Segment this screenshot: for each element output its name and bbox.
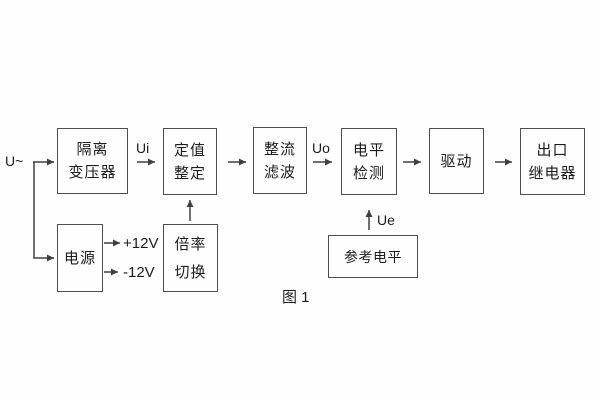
block-output-relay: 出口 继电器 (520, 128, 585, 195)
block-label: 电平 (352, 141, 385, 159)
block-rectifier-filter: 整流 滤波 (253, 127, 307, 194)
block-isolation-transformer: 隔离 变压器 (57, 128, 128, 194)
block-label: 参考电平 (344, 248, 402, 265)
label-ui-signal: Ui (136, 140, 150, 156)
block-label: 变压器 (68, 164, 117, 181)
label-positive-rail: +12V (123, 235, 159, 252)
block-power-supply: 电源 (57, 224, 103, 292)
block-label: 继电器 (528, 164, 577, 182)
block-driver: 驱动 (429, 128, 484, 194)
block-label: 定值 (173, 141, 206, 159)
block-ratio-switch: 倍率 切换 (163, 224, 218, 292)
block-label: 出口 (536, 141, 569, 159)
block-label: 滤波 (263, 163, 296, 181)
block-label: 整流 (263, 140, 296, 158)
block-reference-level: 参考电平 (328, 235, 418, 278)
figure-caption: 图 1 (282, 289, 310, 306)
label-ue-signal: Ue (377, 212, 395, 228)
block-label: 电源 (63, 249, 96, 267)
label-uo-signal: Uo (312, 140, 330, 156)
arrow-input-to-power-supply (33, 162, 54, 262)
block-label: 倍率 (174, 235, 207, 253)
block-setting-adjust: 定值 整定 (163, 128, 217, 195)
block-label: 整定 (173, 164, 206, 182)
block-label: 切换 (174, 263, 207, 281)
block-label: 隔离 (76, 141, 109, 158)
block-level-detector: 电平 检测 (341, 128, 397, 195)
label-input-voltage: U~ (5, 153, 24, 169)
label-negative-rail: -12V (123, 264, 155, 281)
block-label: 检测 (352, 164, 385, 182)
block-label: 驱动 (440, 152, 473, 170)
